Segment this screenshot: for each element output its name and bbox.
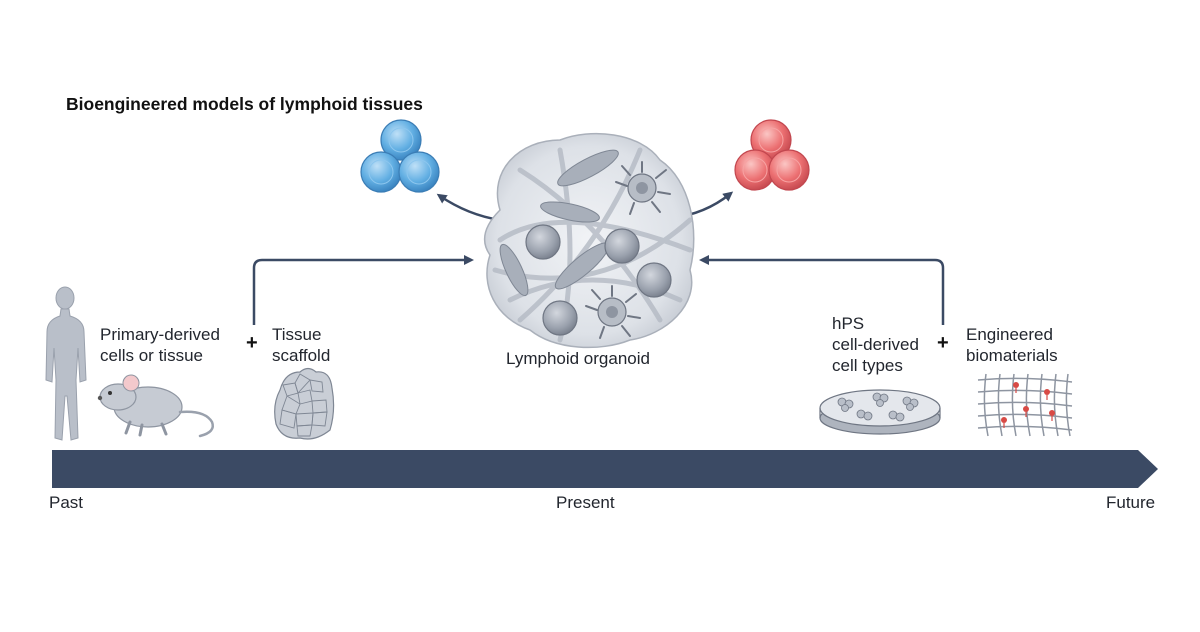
label-primary-line-2: cells or tissue [100,346,203,365]
dendritic-cell-bottom [585,285,641,339]
biomaterial-mesh-icon [977,373,1073,437]
red-cell-cluster-icon [734,119,810,191]
tissue-scaffold-icon [274,367,335,440]
label-hps-line-2: cell-derived [832,335,919,354]
right-input-arrow [699,255,945,325]
left-input-arrow [252,255,474,325]
mouse-icon [97,374,214,438]
timeline-label-past: Past [49,493,84,512]
output-arrow-left [436,193,501,222]
label-hps-cell-types: hPS cell-derived cell types [832,313,919,376]
dendritic-cell-top [615,161,671,215]
label-hps-line-3: cell types [832,356,903,375]
blue-cell-cluster-icon [360,119,440,193]
diagram-title: Bioengineered models of lymphoid tissues [66,94,423,114]
plus-sign-left: + [246,332,258,354]
label-biomaterials-line-2: biomaterials [966,346,1058,365]
plus-sign-right: + [937,332,949,354]
label-tissue-scaffold: Tissue scaffold [272,324,330,366]
label-lymphoid-organoid: Lymphoid organoid [506,349,650,368]
label-scaffold-line-1: Tissue [272,325,322,344]
label-primary-line-1: Primary-derived [100,325,220,344]
label-biomaterials-line-1: Engineered [966,325,1053,344]
timeline-label-future: Future [1106,493,1156,512]
petri-dish-icon [819,389,941,435]
timeline-bar [52,450,1158,488]
label-hps-line-1: hPS [832,314,865,333]
label-scaffold-line-2: scaffold [272,346,331,365]
lymphoid-organoid-icon [483,132,695,349]
label-primary-derived: Primary-derived cells or tissue [100,324,220,366]
label-engineered-biomaterials: Engineered biomaterials [966,324,1058,366]
human-figure-icon [45,286,87,441]
timeline-label-present: Present [556,493,615,512]
